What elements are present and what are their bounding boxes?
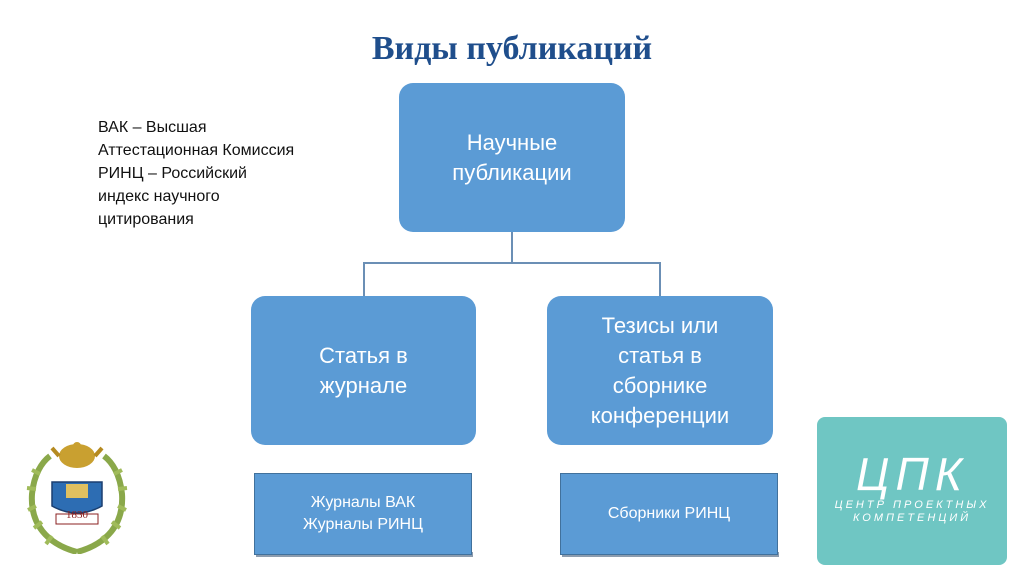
node-label: сборнике xyxy=(612,372,708,398)
legend-line: Аттестационная Комиссия xyxy=(98,142,295,159)
cpk-logo: ЦПК ЦЕНТР ПРОЕКТНЫХ КОМПЕТЕНЦИЙ xyxy=(817,417,1007,565)
node-label: статья в xyxy=(618,342,702,368)
university-emblem-logo: 1830 xyxy=(22,434,132,555)
abbreviation-legend: ВАК – Высшая Аттестационная Комиссия РИН… xyxy=(98,116,294,231)
legend-line: индекс научного xyxy=(98,188,220,205)
node-label: Научные xyxy=(466,129,558,155)
subbox-journals: Журналы ВАК Журналы РИНЦ xyxy=(254,473,472,555)
node-label: Статья в xyxy=(319,342,408,368)
connector-horizontal xyxy=(363,262,661,264)
legend-line: ВАК – Высшая xyxy=(98,119,207,136)
emblem-year: 1830 xyxy=(66,509,89,521)
connector-right-down xyxy=(659,262,661,296)
node-journal-article: Статья в журнале xyxy=(251,296,476,445)
connector-root-down xyxy=(511,232,513,263)
node-conference-theses: Тезисы или статья в сборнике конференции xyxy=(547,296,773,445)
subbox-label: Журналы РИНЦ xyxy=(303,516,423,533)
connector-left-down xyxy=(363,262,365,296)
cpk-logo-title: ЦПК xyxy=(856,448,968,500)
subbox-label: Сборники РИНЦ xyxy=(607,505,731,522)
node-scientific-publications: Научные публикации xyxy=(399,83,625,232)
legend-line: цитирования xyxy=(98,211,194,228)
subbox-collections: Сборники РИНЦ xyxy=(560,473,778,555)
slide-title: Виды публикаций xyxy=(371,30,653,67)
cpk-logo-subtitle: ЦЕНТР ПРОЕКТНЫХ xyxy=(834,499,990,511)
node-label: публикации xyxy=(452,159,572,185)
node-label: журнале xyxy=(319,372,408,398)
legend-line: РИНЦ – Российский xyxy=(98,165,247,182)
subbox-label: Журналы ВАК xyxy=(310,494,416,511)
node-label: Тезисы или xyxy=(601,312,719,338)
node-label: конференции xyxy=(590,402,730,428)
cpk-logo-subtitle: КОМПЕТЕНЦИЙ xyxy=(852,512,972,524)
